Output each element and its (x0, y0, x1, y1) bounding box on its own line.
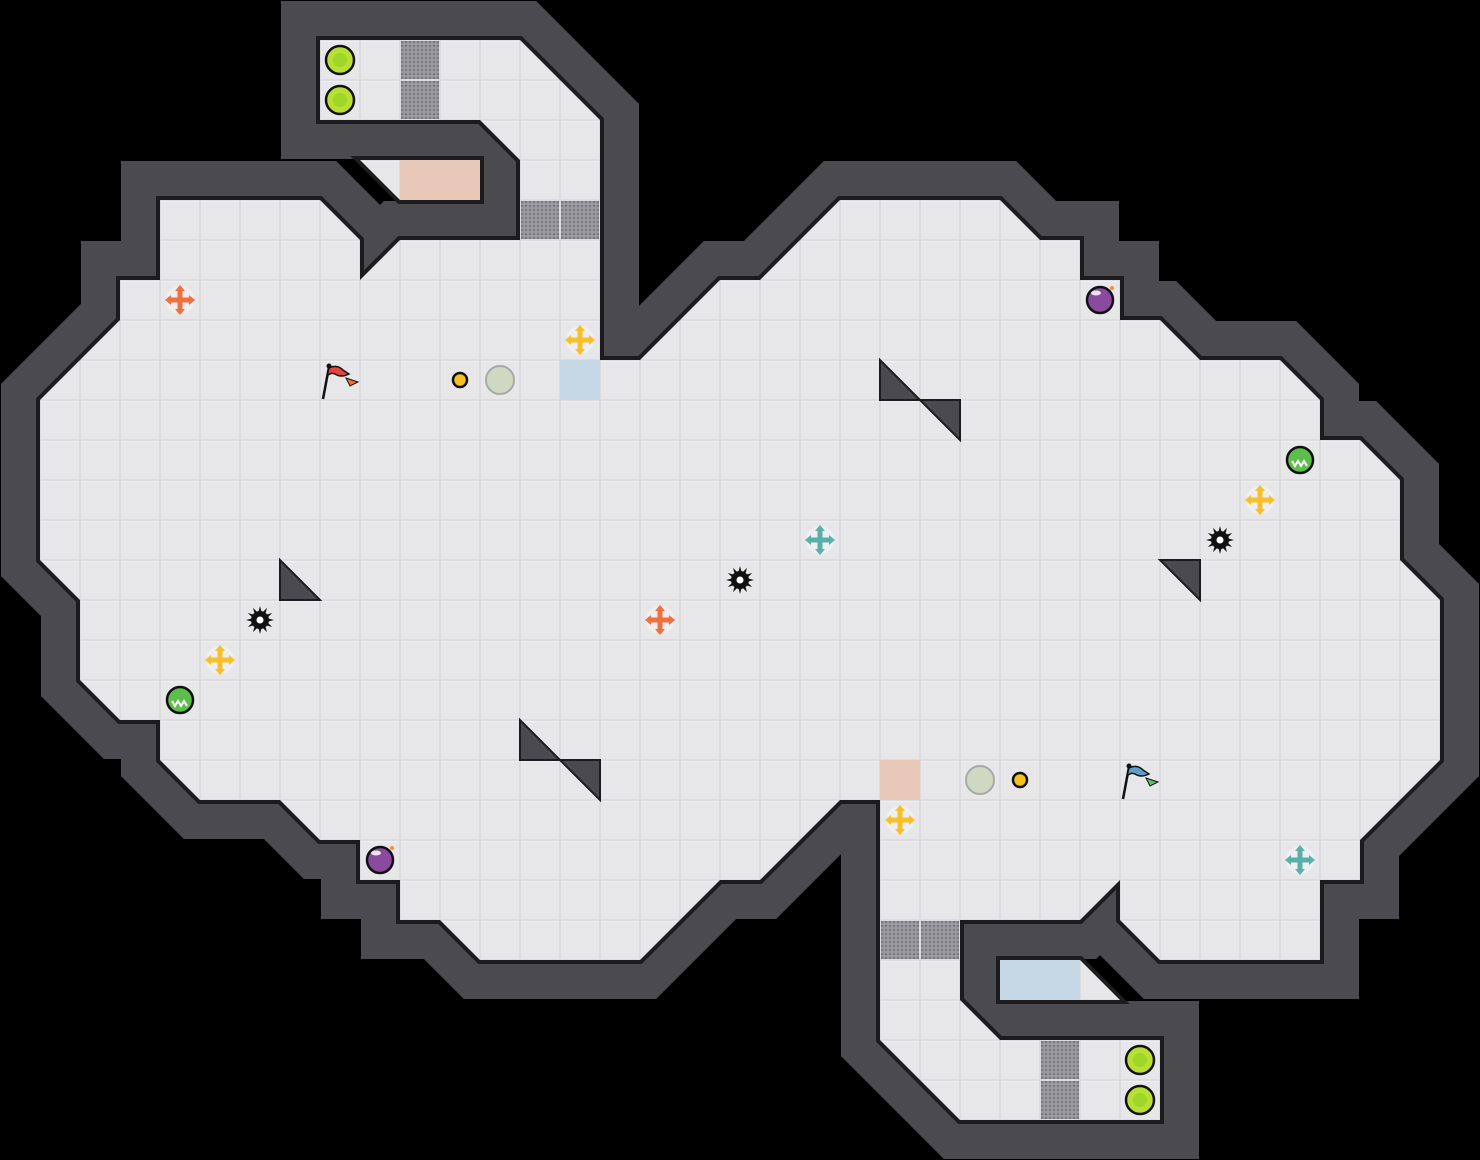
boost-icon (324, 84, 356, 116)
spike-icon (726, 566, 754, 594)
blue-team-tile (560, 360, 600, 400)
powerup-cross-icon (565, 325, 595, 355)
powerup-cross-icon (805, 525, 835, 555)
boost-icon (324, 44, 356, 76)
diagonal-wall (917, 399, 961, 443)
gate-icon (521, 201, 559, 239)
diagonal-wall (557, 759, 601, 803)
powerup-cross-icon (1285, 845, 1315, 875)
diagonal-wall (519, 717, 563, 761)
powerup-cross-icon (885, 805, 915, 835)
red-team-tile (440, 160, 480, 200)
boost-icon (1124, 1044, 1156, 1076)
blue-flag-icon (1121, 763, 1160, 800)
bomb-icon (1085, 285, 1115, 315)
powerup-cross-icon (645, 605, 675, 635)
spike-icon (246, 606, 274, 634)
gate-icon (1041, 1081, 1079, 1119)
team-boost-icon (1285, 445, 1315, 475)
diagonal-wall (279, 557, 323, 601)
boost-icon (1124, 1084, 1156, 1116)
portal-icon (485, 365, 515, 395)
powerup-cross-icon (1245, 485, 1275, 515)
blue-team-tile (1000, 960, 1040, 1000)
portal-icon (965, 765, 995, 795)
bomb-icon (365, 845, 395, 875)
button-icon (451, 371, 469, 389)
gate-icon (1041, 1041, 1079, 1079)
gate-icon (401, 81, 439, 119)
team-boost-icon (165, 685, 195, 715)
red-team-tile (400, 160, 440, 200)
button-icon (1011, 771, 1029, 789)
spike-icon (1206, 526, 1234, 554)
gate-icon (881, 921, 919, 959)
red-team-tile (880, 760, 920, 800)
powerup-cross-icon (165, 285, 195, 315)
blue-team-tile (1040, 960, 1080, 1000)
powerup-cross-icon (205, 645, 235, 675)
gate-icon (921, 921, 959, 959)
red-flag-icon (321, 363, 360, 400)
diagonal-wall (1157, 559, 1201, 603)
gate-icon (401, 41, 439, 79)
gate-icon (561, 201, 599, 239)
diagonal-wall (879, 357, 923, 401)
